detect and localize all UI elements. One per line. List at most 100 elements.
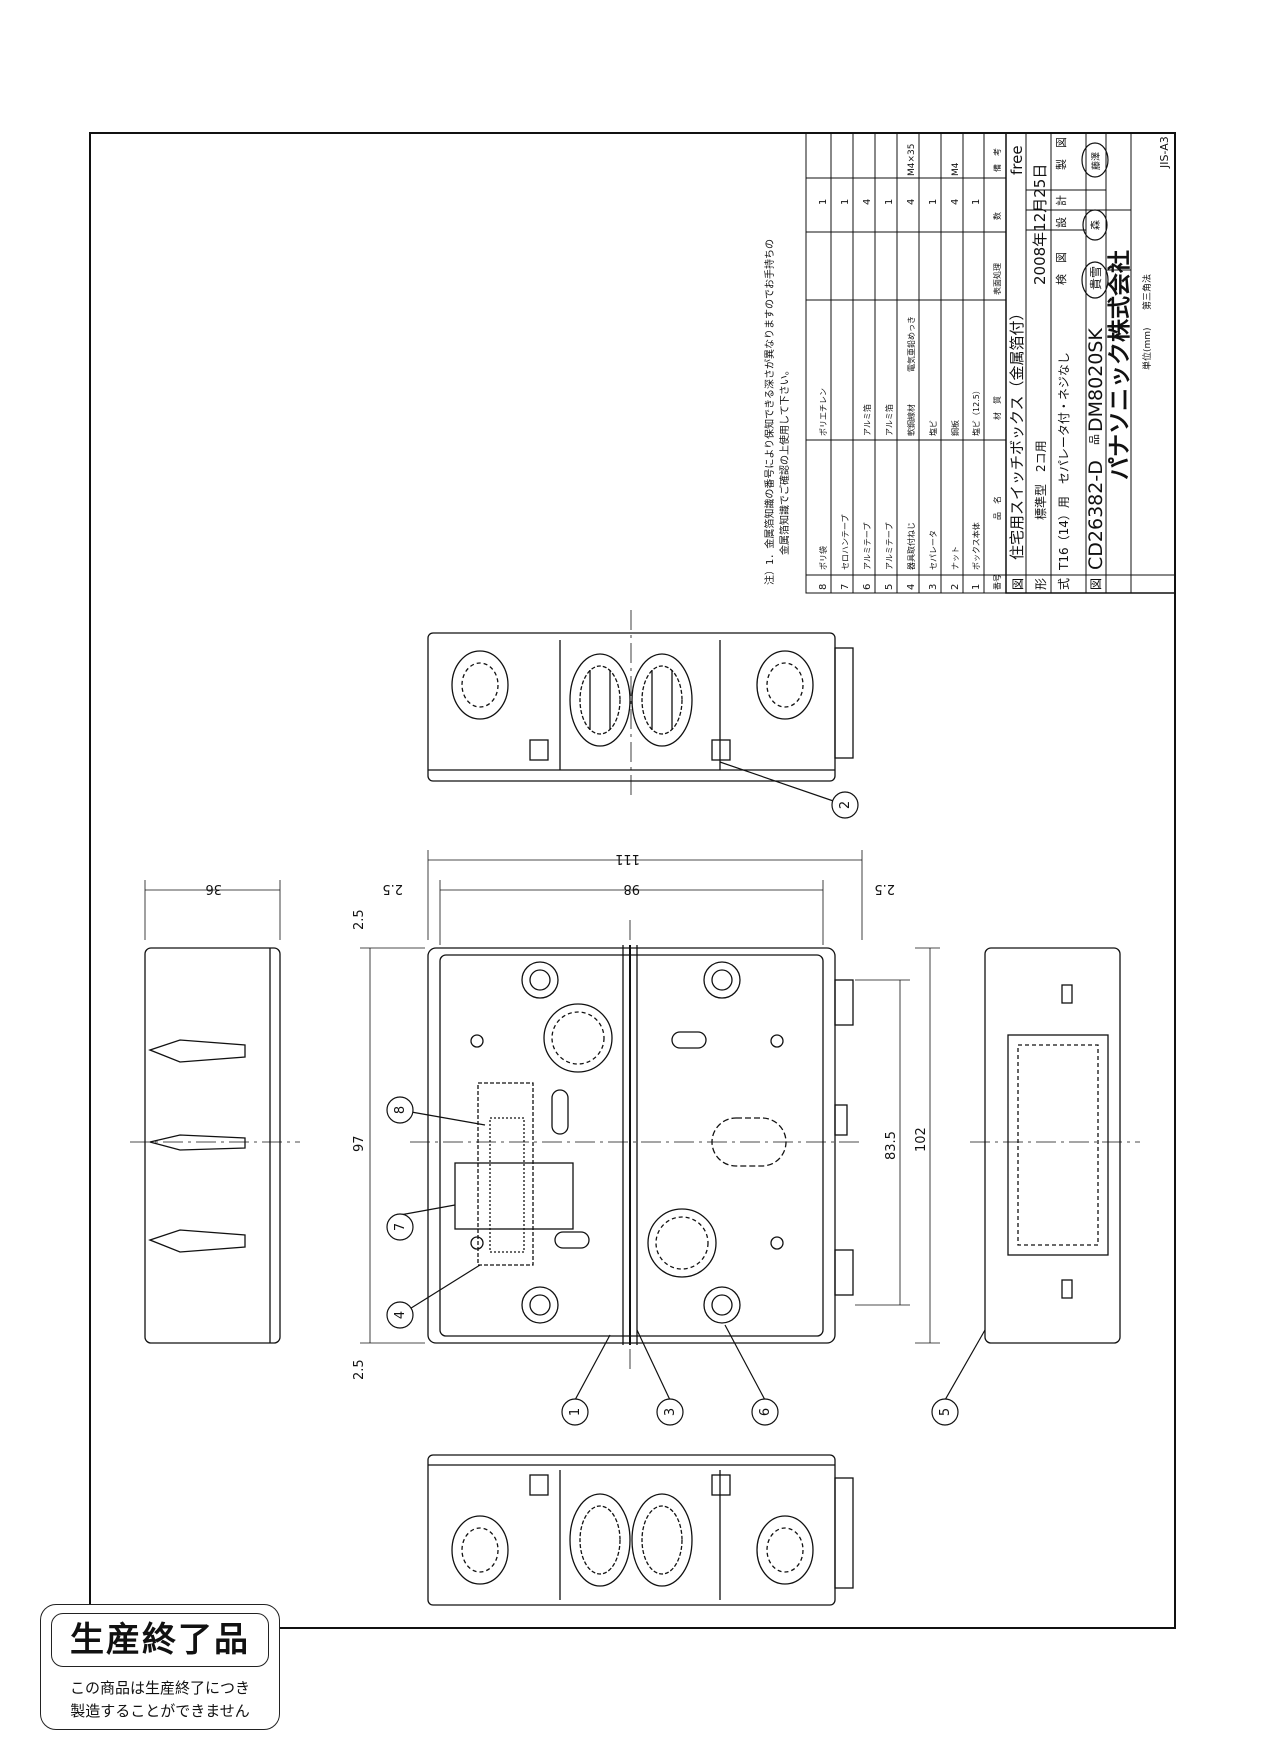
row4-no: 4 — [906, 584, 917, 590]
row1-qty: 1 — [971, 199, 982, 205]
tb-hinban-label1: 品 — [1088, 434, 1101, 445]
balloons — [386, 761, 986, 1426]
view-plan — [410, 920, 860, 1370]
balloon-1-label: 1 — [568, 1408, 583, 1416]
balloon-7-label: 7 — [393, 1223, 408, 1231]
view-top-elevation — [427, 610, 854, 800]
balloon-5-label: 5 — [938, 1408, 953, 1416]
header-name: 品 名 — [992, 496, 1002, 520]
row5-name: アルミテープ — [885, 523, 894, 570]
row7-name: セロハンテープ — [841, 514, 850, 570]
dim-36: 36 — [205, 881, 222, 896]
parts-rows: 8 ポリ袋 ポリエチレン 1 7 セロハンテープ 1 6 アルミテープ アルミ箔… — [818, 144, 982, 590]
row8-no: 8 — [818, 584, 829, 590]
row3-material: 塩ビ — [928, 420, 938, 436]
row2-material: 鋼板 — [950, 420, 960, 436]
row5-no: 5 — [884, 584, 895, 590]
dimension-lines — [144, 850, 940, 1344]
tb-model-line1: 標準型 2コ用 — [1033, 440, 1048, 520]
dim-98: 98 — [623, 881, 640, 896]
dim-97: 97 — [352, 1135, 367, 1152]
row2-name: ナット — [951, 546, 960, 570]
row1-name: ボックス本体 — [971, 522, 981, 570]
row2-qty: 4 — [950, 199, 961, 205]
balloon-3-label: 3 — [663, 1408, 678, 1416]
row3-no: 3 — [928, 584, 939, 590]
stamp-draw-text: 藤澤 — [1090, 152, 1102, 170]
tb-company: パナソニック株式会社 — [1106, 250, 1133, 480]
balloon-8-label: 8 — [393, 1106, 408, 1114]
dim-2-5-top: 2.5 — [352, 909, 367, 930]
balloon-7 — [386, 1213, 414, 1241]
row5-qty: 1 — [884, 199, 895, 205]
tb-unit: 単位(mm) — [1141, 327, 1153, 370]
header-no: 番号 — [992, 574, 1002, 590]
note-line2: 金属箔知識でご確認の上使用して下さい。 — [778, 365, 791, 555]
stamp-approve-circle — [1081, 261, 1109, 299]
row8-material: ポリエチレン — [819, 388, 828, 436]
balloon-8 — [386, 1096, 414, 1124]
row6-name: アルミテープ — [863, 523, 872, 570]
balloon-1 — [561, 1398, 589, 1426]
row4-qty: 4 — [906, 199, 917, 205]
row5-material: アルミ箔 — [884, 404, 894, 436]
view-bottom-elevation — [427, 1454, 854, 1606]
discontinued-stamp: 生産終了品 この商品は生産終了につき 製造することができません — [40, 1604, 280, 1730]
row7-qty: 1 — [840, 199, 851, 205]
row4-finish: 電気亜鉛めっき — [906, 316, 916, 372]
row6-no: 6 — [862, 584, 873, 590]
tb-hinban: DM8020SK — [1085, 328, 1107, 432]
row1-material: 塩ビ（12.5） — [971, 386, 981, 436]
balloon-3 — [656, 1398, 684, 1426]
header-material: 材 質 — [992, 396, 1002, 420]
row3-name: セパレータ — [929, 530, 938, 570]
row4-material: 軟鋼線材 — [906, 404, 916, 436]
row6-material: アルミ箔 — [862, 404, 872, 436]
row1-no: 1 — [971, 584, 982, 590]
tb-product-name: 住宅用スイッチボックス（金属箔付） — [1008, 305, 1026, 560]
stamp-title: 生産終了品 — [51, 1613, 269, 1667]
tb-drawing-no: CD26382-D — [1085, 460, 1107, 570]
balloon-6-label: 6 — [758, 1408, 773, 1416]
balloon-6 — [751, 1398, 779, 1426]
row4-remarks-visible: M4×35 — [907, 144, 917, 176]
tb-zu-label: 図 — [1011, 578, 1025, 590]
stamp-approve-text: 貴雪 — [1089, 266, 1103, 290]
view-left-side — [130, 947, 300, 1344]
balloon-5 — [931, 1398, 959, 1426]
balloon-4 — [386, 1301, 414, 1329]
tb-projection: 第三角法 — [1141, 274, 1153, 310]
stamp-draw-circle — [1081, 142, 1109, 178]
header-remarks: 備 考 — [992, 148, 1002, 172]
tb-scale: free — [1008, 145, 1026, 175]
row6-qty: 4 — [862, 199, 873, 205]
stamp-line1: この商品は生産終了につき — [69, 1679, 250, 1697]
dim-2-5-bottom: 2.5 — [352, 1359, 367, 1380]
approval-stamps — [1081, 142, 1109, 299]
dim-2-5-right: 2.5 — [874, 881, 895, 896]
balloon-2-label: 2 — [838, 801, 853, 809]
tb-design: 設 計 — [1054, 195, 1068, 228]
dim-111: 111 — [615, 851, 640, 866]
header-qty: 数 — [992, 212, 1002, 220]
dim-2-5-left: 2.5 — [382, 881, 403, 896]
stamp-line2: 製造することができません — [70, 1702, 250, 1720]
tb-approve: 検 図 — [1054, 252, 1068, 285]
view-right-side — [970, 947, 1140, 1344]
note-line1: 注）1．金属箔知識の番号により保知できる深さが異なりますのでお手持ちの — [763, 239, 776, 585]
tb-kata-label: 形 — [1034, 578, 1048, 590]
row8-name: ポリ袋 — [818, 546, 828, 570]
stamp-design-circle — [1082, 209, 1108, 241]
row4-name: 器具取付ねじ — [906, 522, 916, 570]
row2-remarks: M4 — [951, 162, 961, 176]
tb-model-line2: T16（14）用 セパレータ付・ネジなし — [1057, 352, 1071, 571]
tb-drawing-no-label1: 図 — [1089, 578, 1103, 590]
row8-qty: 1 — [818, 199, 829, 205]
tb-paper: JIS-A3 — [1158, 136, 1171, 169]
tb-shiki-label: 式 — [1057, 578, 1071, 590]
row3-qty: 1 — [928, 199, 939, 205]
tb-draw: 製 図 — [1054, 137, 1068, 170]
drawing-border — [89, 132, 1176, 1629]
tb-date: 2008年12月25日 — [1031, 164, 1049, 285]
